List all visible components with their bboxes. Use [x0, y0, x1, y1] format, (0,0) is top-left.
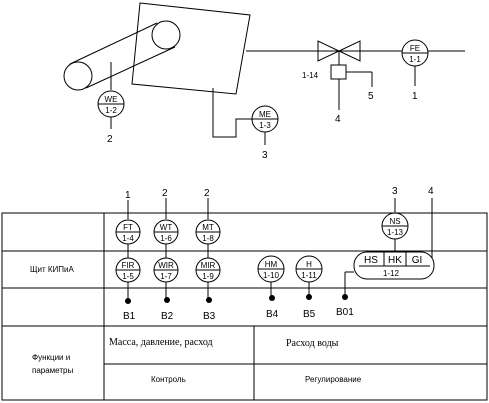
svg-text:1: 1: [412, 91, 418, 102]
terminal-dot-b2: [164, 297, 170, 303]
terminal-b01: B01: [336, 307, 354, 318]
conveyor: [63, 20, 181, 91]
svg-text:1-11: 1-11: [301, 271, 317, 280]
svg-text:1-1: 1-1: [409, 55, 421, 64]
instrument-fir: FIR 1-5: [115, 257, 141, 283]
instrument-hm: HM 1-10: [257, 255, 285, 283]
right-func: Регулирование: [305, 375, 362, 384]
svg-text:1-2: 1-2: [105, 106, 117, 115]
svg-text:HS: HS: [364, 255, 378, 266]
hopper-body: [131, 2, 251, 95]
svg-text:GI: GI: [412, 255, 423, 266]
terminal-dot-b4: [269, 295, 275, 301]
group-device: HS HK GI 1-12: [353, 251, 435, 280]
svg-text:WE: WE: [105, 95, 118, 104]
svg-text:HM: HM: [265, 260, 278, 269]
svg-text:WT: WT: [160, 223, 173, 232]
svg-text:1: 1: [125, 190, 131, 201]
svg-text:3: 3: [392, 186, 398, 197]
table-frame: [1, 212, 488, 401]
svg-text:1-12: 1-12: [383, 269, 400, 278]
terminal-b4: B4: [266, 309, 279, 320]
svg-text:HK: HK: [388, 255, 402, 266]
callout-4: 4: [335, 114, 341, 125]
instrument-fe: FE 1-1: [401, 39, 429, 67]
svg-text:1-10: 1-10: [263, 271, 280, 280]
svg-text:NS: NS: [389, 217, 400, 226]
terminal-dot-b5: [306, 294, 312, 300]
terminal-b1: B1: [123, 311, 136, 322]
svg-text:FT: FT: [123, 223, 133, 232]
svg-text:1-8: 1-8: [202, 234, 214, 243]
svg-text:WIR: WIR: [158, 261, 174, 270]
svg-text:2: 2: [107, 134, 113, 145]
instrument-me: ME 1-3: [251, 105, 279, 133]
svg-text:4: 4: [428, 186, 434, 197]
svg-text:H: H: [306, 260, 312, 269]
instrument-h: H 1-11: [295, 255, 323, 283]
svg-text:1-6: 1-6: [160, 234, 172, 243]
left-param: Масса, давление, расход: [109, 337, 213, 348]
svg-text:FIR: FIR: [122, 261, 135, 270]
svg-text:2: 2: [162, 188, 168, 199]
instrument-ns: NS 1-13: [381, 212, 409, 240]
terminal-dot-b1: [125, 298, 131, 304]
svg-text:1-5: 1-5: [122, 272, 134, 281]
instrument-ft: FT 1-4: [115, 219, 141, 245]
svg-text:ME: ME: [259, 110, 271, 119]
svg-text:3: 3: [262, 150, 268, 161]
functions-row-label-2: параметры: [32, 366, 73, 375]
panel-row-label: Щит КИПиА: [30, 265, 74, 274]
svg-text:FE: FE: [410, 44, 420, 53]
terminal-dot-b01: [342, 294, 348, 300]
instrument-wt: WT 1-6: [153, 219, 179, 245]
control-valve: [317, 40, 361, 80]
left-func: Контроль: [151, 375, 186, 384]
svg-text:1-7: 1-7: [160, 272, 172, 281]
svg-text:1-13: 1-13: [387, 228, 404, 237]
callout-5: 5: [368, 91, 374, 102]
svg-text:2: 2: [204, 188, 210, 199]
svg-text:1-4: 1-4: [122, 234, 134, 243]
svg-text:MIR: MIR: [201, 261, 216, 270]
instrument-mt: MT 1-8: [195, 219, 221, 245]
terminal-b2: B2: [161, 311, 174, 322]
functions-row-label-1: Функции и: [32, 353, 70, 362]
instrument-wir: WIR 1-7: [153, 257, 179, 283]
right-param: Расход воды: [286, 338, 339, 349]
valve-label: 1-14: [302, 71, 319, 80]
terminal-dot-b3: [206, 297, 212, 303]
svg-text:MT: MT: [202, 223, 214, 232]
svg-text:1-3: 1-3: [259, 121, 271, 130]
instrument-we: WE 1-2: [97, 90, 125, 118]
terminal-b5: B5: [303, 309, 316, 320]
svg-text:1-9: 1-9: [202, 272, 214, 281]
terminal-b3: B3: [203, 311, 216, 322]
instrument-mir: MIR 1-9: [195, 257, 221, 283]
